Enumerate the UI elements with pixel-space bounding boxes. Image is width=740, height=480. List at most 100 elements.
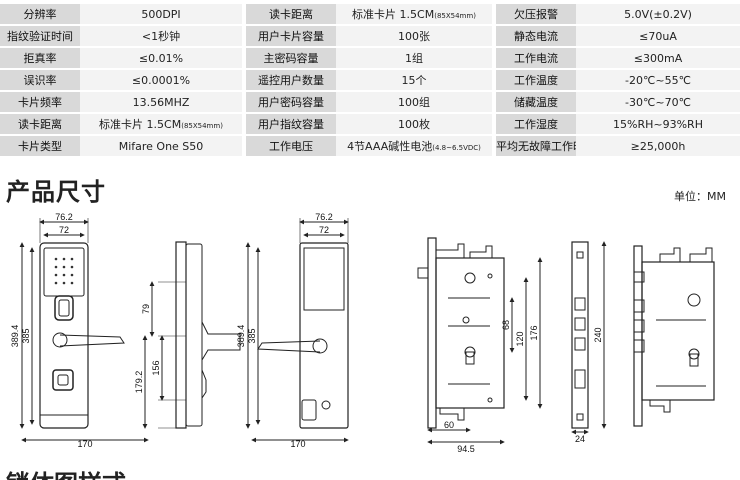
spec-gap	[242, 47, 246, 70]
spec-gap	[242, 135, 246, 158]
spec-value-text: 15%RH~93%RH	[613, 117, 703, 131]
spec-key: 工作温度	[496, 69, 576, 92]
side-lower-inner-label: 156	[151, 360, 161, 375]
spec-key: 读卡距离	[0, 113, 80, 136]
spec-value-text: 标准卡片 1.5CM	[352, 8, 435, 21]
mortise-inner-label: 68	[501, 320, 511, 330]
spec-value-text: 100张	[398, 30, 430, 43]
mortise-alt-drawing	[633, 245, 715, 427]
spec-value: -30℃~70℃	[576, 91, 740, 114]
spec-value: 1组	[336, 47, 492, 70]
back-top-inner-label: 72	[319, 225, 329, 235]
side-lower-outer-label: 179.2	[134, 371, 144, 394]
spec-gap	[492, 91, 496, 114]
spec-value-note: (85X54mm)	[434, 12, 476, 20]
spec-row: 卡片频率 13.56MHZ 用户密码容量 100组 储藏温度 -30℃~70℃	[0, 91, 740, 114]
spec-value: -20℃~55℃	[576, 69, 740, 92]
spec-gap	[492, 25, 496, 48]
spec-value: <1秒钟	[80, 25, 242, 48]
side-view-drawing	[142, 241, 241, 429]
spec-value: 13.56MHZ	[80, 91, 242, 114]
spec-value-text: <1秒钟	[141, 30, 181, 43]
spec-key: 误识率	[0, 69, 80, 92]
spec-gap	[242, 91, 246, 114]
spec-value-text: 1组	[405, 52, 423, 65]
spec-key: 工作电压	[246, 135, 336, 158]
spec-key: 卡片频率	[0, 91, 80, 114]
back-height-outer-label: 389.4	[236, 325, 246, 348]
spec-key: 用户指纹容量	[246, 113, 336, 136]
spec-row: 读卡距离标准卡片 1.5CM(85X54mm)用户指纹容量 100枚 工作湿度 15%…	[0, 113, 740, 136]
front-bottom-label: 170	[77, 439, 92, 449]
spec-value: 500DPI	[80, 4, 242, 26]
spec-key: 读卡距离	[246, 4, 336, 26]
spec-value: 5.0V(±0.2V)	[576, 4, 740, 26]
spec-key: 主密码容量	[246, 47, 336, 70]
section-title: 产品尺寸	[6, 178, 106, 206]
side-upper-label: 79	[141, 304, 151, 314]
spec-key: 拒真率	[0, 47, 80, 70]
spec-key: 遥控用户数量	[246, 69, 336, 92]
front-height-inner-label: 385	[21, 328, 31, 343]
spec-value-text: 100枚	[398, 118, 430, 131]
spec-value-text: 5.0V(±0.2V)	[624, 7, 692, 21]
spec-gap	[492, 69, 496, 92]
front-top-inner-label: 72	[59, 225, 69, 235]
faceplate-width-label: 24	[575, 434, 585, 444]
spec-key: 分辨率	[0, 4, 80, 26]
spec-value-note: (4.8~6.5VDC)	[432, 144, 481, 152]
spec-gap	[242, 113, 246, 136]
spec-value-text: ≤0.0001%	[131, 73, 191, 87]
spec-key: 平均无故障工作时间	[496, 135, 576, 158]
spec-gap	[492, 47, 496, 70]
spec-value: 15%RH~93%RH	[576, 113, 740, 136]
spec-value: ≤0.0001%	[80, 69, 242, 92]
spec-value: Mifare One S50	[80, 135, 242, 158]
spec-value-text: ≤70uA	[639, 29, 677, 43]
spec-value-text: 4节AAA碱性电池	[347, 140, 433, 153]
spec-key: 储藏温度	[496, 91, 576, 114]
front-view-drawing	[19, 218, 149, 443]
next-section-title: 锁体图样式	[6, 464, 126, 480]
mortise-middle-label: 120	[515, 331, 525, 346]
back-top-outer-label: 76.2	[315, 212, 333, 222]
spec-key: 工作湿度	[496, 113, 576, 136]
spec-gap	[242, 4, 246, 26]
spec-value-text: -20℃~55℃	[625, 73, 691, 87]
spec-value-text: ≤300mA	[633, 51, 683, 65]
mortise-bottom-inner-label: 60	[444, 420, 454, 430]
spec-key: 用户卡片容量	[246, 25, 336, 48]
mortise-outer-label: 176	[529, 325, 539, 340]
spec-value: 100张	[336, 25, 492, 48]
spec-value-text: 标准卡片 1.5CM	[99, 118, 182, 131]
back-bottom-label: 170	[290, 439, 305, 449]
spec-value: 标准卡片 1.5CM(85X54mm)	[336, 4, 492, 26]
spec-gap	[242, 25, 246, 48]
spec-value: 4节AAA碱性电池(4.8~6.5VDC)	[336, 135, 492, 158]
spec-value-text: -30℃~70℃	[625, 95, 691, 109]
spec-gap	[242, 69, 246, 92]
spec-value: 标准卡片 1.5CM(85X54mm)	[80, 113, 242, 136]
spec-key: 用户密码容量	[246, 91, 336, 114]
unit-label: 单位：MM	[674, 190, 726, 203]
spec-gap	[492, 4, 496, 26]
spec-value-text: 100组	[398, 96, 430, 109]
back-view-drawing	[245, 218, 349, 443]
spec-value-text: 13.56MHZ	[132, 95, 190, 109]
spec-value: ≥25,000h	[576, 135, 740, 158]
faceplate-height-label: 240	[593, 327, 603, 342]
mortise-bottom-outer-label: 94.5	[457, 444, 475, 454]
spec-value-text: 500DPI	[141, 7, 181, 21]
mortise-drawing	[417, 237, 543, 445]
spec-value-text: Mifare One S50	[118, 139, 204, 153]
spec-value-text: ≥25,000h	[630, 139, 686, 153]
spec-value: 100组	[336, 91, 492, 114]
spec-gap	[492, 135, 496, 158]
